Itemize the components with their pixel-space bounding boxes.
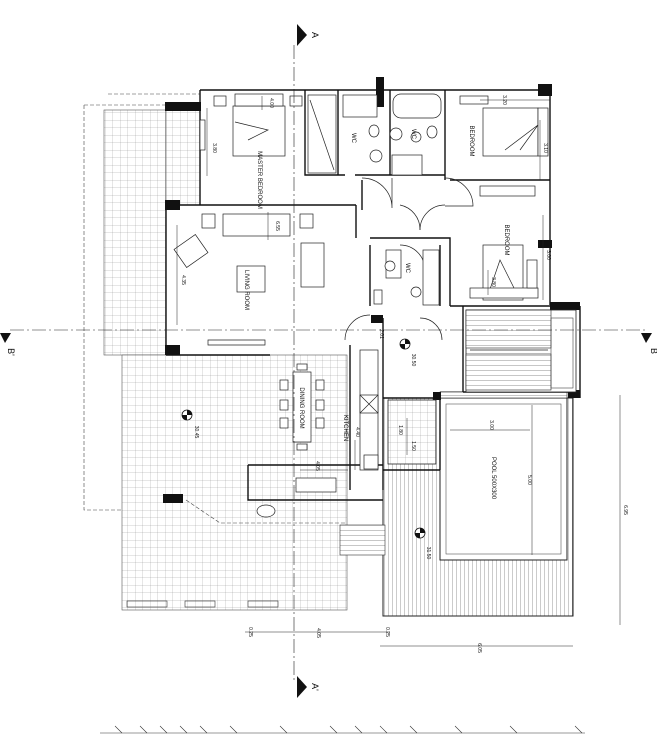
dim-bed2-width: 3.80 [490,277,496,287]
label-bedroom-2: BEDROOM [503,224,509,255]
exterior-steps [339,524,386,556]
shower [387,399,437,465]
label-living-room: LIVING ROOM [243,270,249,310]
level-marker-entrance: 30.50 [399,338,416,367]
dimension-lines [176,96,621,647]
dim-living-width: 6.55 [274,221,280,231]
section-a-top-label: A [310,32,320,38]
label-wc-2: WC [410,129,416,140]
dim-bed1-depth: 3.10 [542,143,548,153]
section-a-bottom-label: A' [310,683,320,691]
dim-bed2-depth: 3.00 [545,250,551,260]
pool-deck [382,391,574,617]
section-a-top-marker: A [297,24,320,46]
dim-bottom-small-right: 0.25 [384,627,390,637]
label-wc-1: WC [350,133,356,144]
section-a-bottom-marker: A' [297,676,320,698]
section-b-right-label: B [649,348,657,354]
section-b-left-label: B' [6,348,16,356]
label-master-bedroom: MASTER BEDROOM [256,151,262,209]
dim-shower-width: 1.80 [397,425,403,435]
dim-pool-width: 3.00 [488,420,494,430]
dim-bottom-mid: 4.05 [315,628,321,638]
level-pool-deck-value: 31.50 [425,547,431,560]
level-entrance-value: 30.50 [410,354,416,367]
dim-master-width: 4.00 [268,98,274,108]
dim-shower-depth: 1.50 [410,441,416,451]
section-b-right-marker: B [641,333,657,354]
terrace-tiled-area [103,109,348,611]
level-marker-pool-deck: 31.50 [414,527,431,560]
label-dining-room: DINING ROOM [298,387,304,428]
label-kitchen: KITCHEN [342,415,348,441]
structural-columns [163,77,580,503]
dim-overall-depth: 6.95 [622,505,628,515]
staircase [465,309,577,393]
dim-pool-length: 5.00 [526,475,532,485]
label-bedroom-1: BEDROOM [468,125,474,156]
section-b-left-marker: B' [0,333,16,356]
dim-master-depth: 3.80 [211,143,217,153]
label-wc-3: WC [404,263,410,274]
label-pool: POOL 500X300 [490,457,496,500]
dim-stair-step: 2.01 [378,329,384,339]
terrace-edge-blocks [126,600,279,608]
dim-kitchen-width: 4.05 [314,461,320,471]
level-terrace-value: 30.45 [193,426,199,439]
dim-bottom-right: 6.05 [476,643,482,653]
dim-kitchen-depth: 4.40 [354,427,360,437]
furniture [173,93,549,518]
dim-bed1-width: 3.20 [501,95,507,105]
level-marker-terrace: 30.45 [181,409,199,439]
dim-living-depth: 4.35 [180,275,186,285]
scale-bar [100,725,585,734]
dimension-labels: 4.00 3.80 3.20 3.10 3.80 3.00 6.55 4.35 … [180,95,628,653]
room-labels: MASTER BEDROOM WC WC BEDROOM BEDROOM LIV… [243,125,509,499]
dim-bottom-small-left: 0.25 [247,627,253,637]
